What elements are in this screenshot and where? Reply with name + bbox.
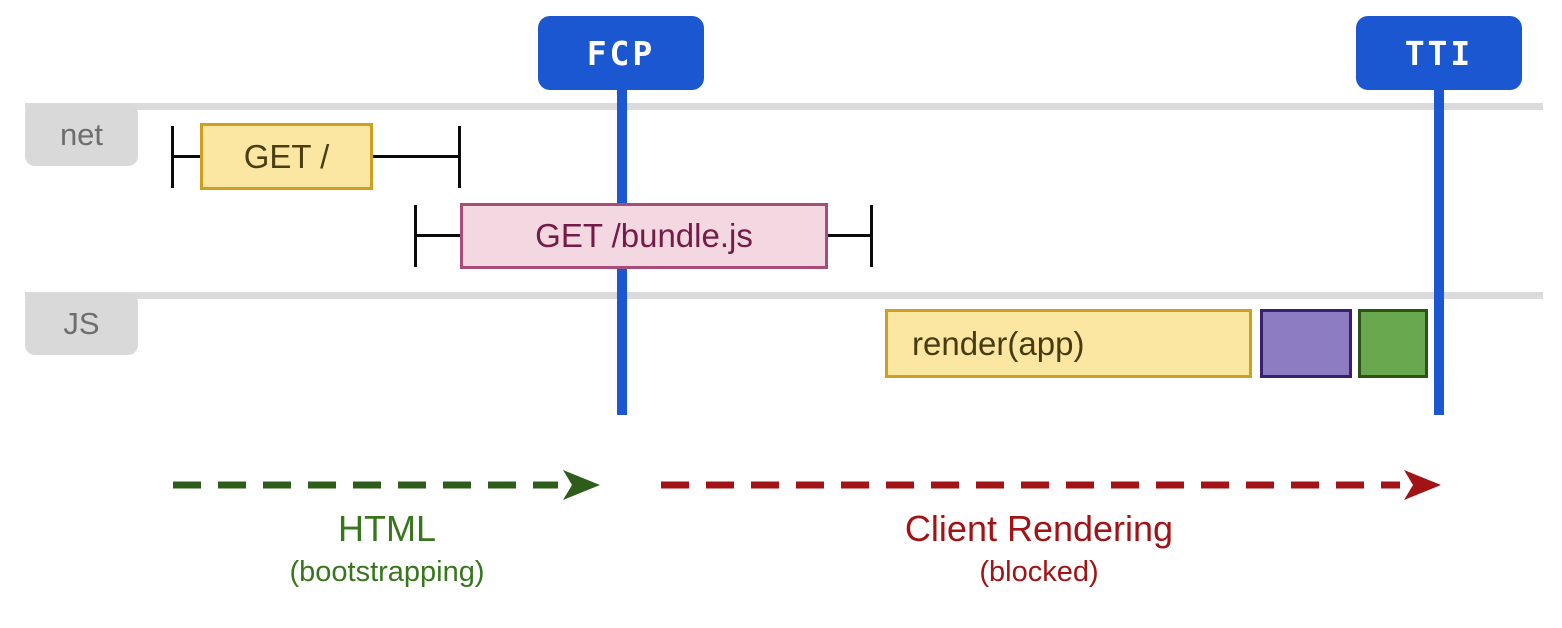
get-bundle-request-label: GET /bundle.js <box>535 217 753 254</box>
render-app-task-block: render(app) <box>885 309 1252 378</box>
html-phase-subtitle: (bootstrapping) <box>289 556 485 588</box>
client-rendering-phase-title: Client Rendering <box>904 508 1174 549</box>
purple-task-block <box>1260 309 1352 378</box>
get-root-request-label: GET / <box>243 137 330 175</box>
get-root-request-box: GET / <box>200 123 373 190</box>
get-bundle-end-tick <box>870 205 873 267</box>
phase-arrows <box>173 470 1441 500</box>
net-track-label-text: net <box>59 117 104 152</box>
get-bundle-end-whisker <box>828 234 872 237</box>
get-root-end-whisker <box>373 155 459 158</box>
tti-marker-badge: TTI <box>1356 16 1522 90</box>
get-root-end-tick <box>458 126 461 188</box>
client-rendering-phase-arrowhead-icon <box>1404 470 1441 500</box>
js-track-label-text: JS <box>63 306 100 341</box>
fcp-marker-badge: FCP <box>538 16 704 90</box>
net-track-rail <box>25 103 1543 110</box>
tti-marker-line <box>1434 88 1444 415</box>
html-phase-arrow <box>173 470 600 500</box>
render-app-task-label: render(app) <box>912 324 1085 362</box>
get-root-start-whisker <box>171 155 202 158</box>
get-bundle-request-box: GET /bundle.js <box>460 203 828 269</box>
get-bundle-start-whisker <box>415 234 460 237</box>
js-track-rail <box>25 292 1543 299</box>
js-track-label: JS <box>25 293 138 355</box>
green-task-block <box>1358 309 1428 378</box>
client-rendering-phase-subtitle: (blocked) <box>979 556 1099 588</box>
tti-marker-label: TTI <box>1404 33 1474 73</box>
client-rendering-phase-arrow <box>661 470 1441 500</box>
net-track-label: net <box>25 104 138 166</box>
html-phase-title: HTML <box>338 508 436 549</box>
fcp-marker-label: FCP <box>586 33 656 73</box>
html-phase-arrowhead-icon <box>563 470 600 500</box>
